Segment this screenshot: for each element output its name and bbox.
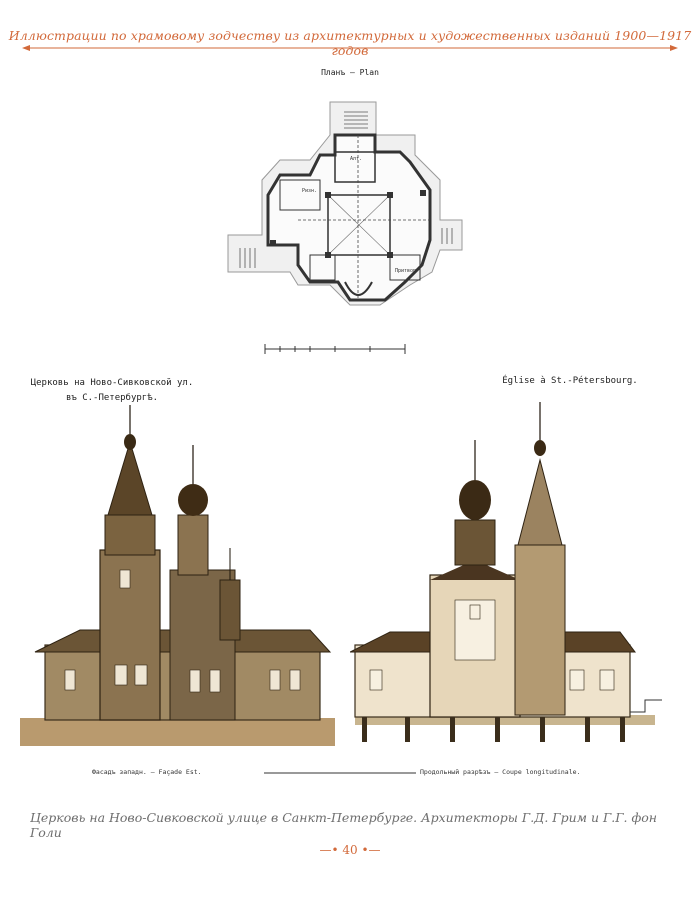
facade-elevation bbox=[20, 405, 335, 746]
running-title: Иллюстрации по храмовому зодчеству из ар… bbox=[8, 28, 692, 58]
page-number-ornament-right: •— bbox=[361, 843, 381, 857]
elevation-scale-bar bbox=[264, 772, 416, 774]
page-number-value: 40 bbox=[342, 843, 358, 857]
page-number-ornament-left: —• bbox=[319, 843, 339, 857]
left-elevation-caption: Фасадъ западн. — Façade Est. bbox=[92, 768, 202, 776]
figure-caption: Церковь на Ново-Сивковской улице в Санкт… bbox=[30, 810, 657, 840]
page-header: Иллюстрации по храмовому зодчеству из ар… bbox=[0, 0, 700, 60]
left-elevation-label: Церковь на Ново-Сивковской ул. въ С.-Пет… bbox=[12, 376, 212, 406]
floor-plan-drawing: Алт. Ризн. Притвор bbox=[227, 101, 463, 354]
page-number: —• 40 •— bbox=[0, 843, 700, 857]
plan-scale-bar bbox=[264, 344, 406, 354]
right-elevation-caption: Продольный разрѣзъ — Coupe longitudinale… bbox=[420, 768, 581, 776]
right-elevation-label: Église à St.-Pétersbourg. bbox=[502, 376, 638, 386]
plan-room-label: Алт. bbox=[350, 156, 362, 162]
left-label-line2: въ С.-Петербургѣ. bbox=[65, 393, 159, 403]
plan-title: Планъ — Plan bbox=[321, 68, 379, 77]
left-label-line1: Церковь на Ново-Сивковской ул. bbox=[30, 378, 194, 388]
plan-room-label: Притвор bbox=[395, 268, 416, 274]
floor-plan: Планъ — Plan bbox=[210, 60, 490, 360]
plan-room-label: Ризн. bbox=[302, 188, 317, 194]
header-rule bbox=[22, 45, 678, 51]
longitudinal-section bbox=[350, 402, 662, 742]
